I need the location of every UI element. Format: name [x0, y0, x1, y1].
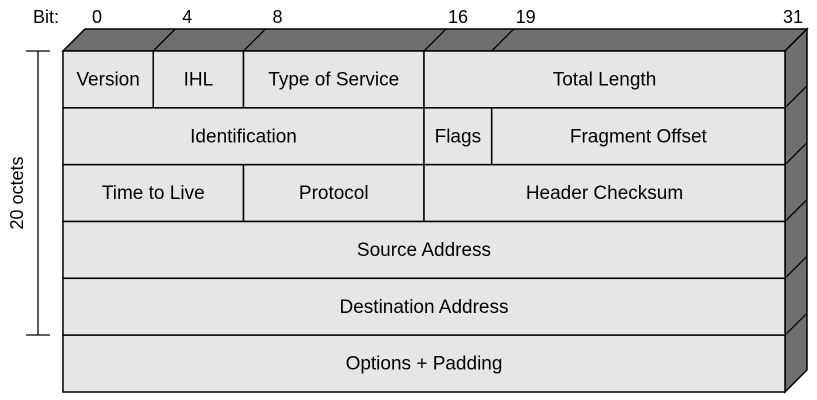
side-face-divider	[784, 142, 808, 166]
bit-tick-label: 4	[182, 7, 192, 27]
field-label: Identification	[190, 126, 297, 147]
field-cell	[423, 163, 786, 223]
octet-span-bracket: 20 octets	[7, 50, 50, 336]
top-face-divider	[243, 28, 266, 52]
field-label: Total Length	[553, 69, 657, 90]
field-label: Fragment Offset	[570, 126, 708, 147]
top-face-divider	[423, 28, 447, 52]
top-face-divider	[491, 28, 515, 52]
side-face-divider	[784, 85, 808, 109]
bit-tick-label: 0	[92, 7, 102, 27]
field-label: Type of Service	[268, 69, 399, 90]
field-cell	[62, 107, 425, 166]
field-cell	[62, 163, 245, 223]
field-label: Time to Live	[102, 183, 205, 204]
field-cell	[62, 220, 786, 280]
field-label: Options + Padding	[346, 354, 503, 375]
field-cell	[62, 50, 154, 109]
bit-tick-label: 8	[272, 7, 282, 27]
field-cell	[62, 334, 786, 393]
field-cell	[242, 50, 425, 109]
bit-axis: Bit: 0 4 8 16 19 31	[33, 7, 803, 27]
bit-tick-label: 16	[448, 7, 468, 27]
field-label: Destination Address	[340, 297, 509, 318]
field-label: Protocol	[299, 183, 369, 204]
span-label: 20 octets	[7, 156, 27, 229]
field-cell	[423, 50, 786, 109]
field-cell	[490, 107, 786, 166]
side-face-divider	[784, 255, 808, 279]
bit-axis-prefix: Bit:	[33, 7, 59, 27]
field-label: IHL	[184, 69, 214, 90]
field-label: Flags	[435, 126, 481, 147]
field-label: Version	[76, 69, 139, 90]
field-cell	[62, 277, 786, 336]
side-face-group	[784, 27, 808, 394]
field-label: Header Checksum	[526, 183, 683, 204]
bit-tick-label: 31	[783, 7, 803, 27]
field-cell	[242, 163, 425, 223]
side-face-divider	[784, 199, 808, 222]
field-cell	[423, 107, 493, 166]
header-fields-group: Version IHL Type of Service Total LengthIde…	[62, 50, 786, 393]
field-label: Source Address	[357, 240, 491, 261]
bit-tick-label: 19	[516, 7, 536, 27]
top-face-divider	[152, 28, 176, 52]
top-face-group	[61, 28, 809, 52]
side-face-divider	[784, 312, 808, 336]
